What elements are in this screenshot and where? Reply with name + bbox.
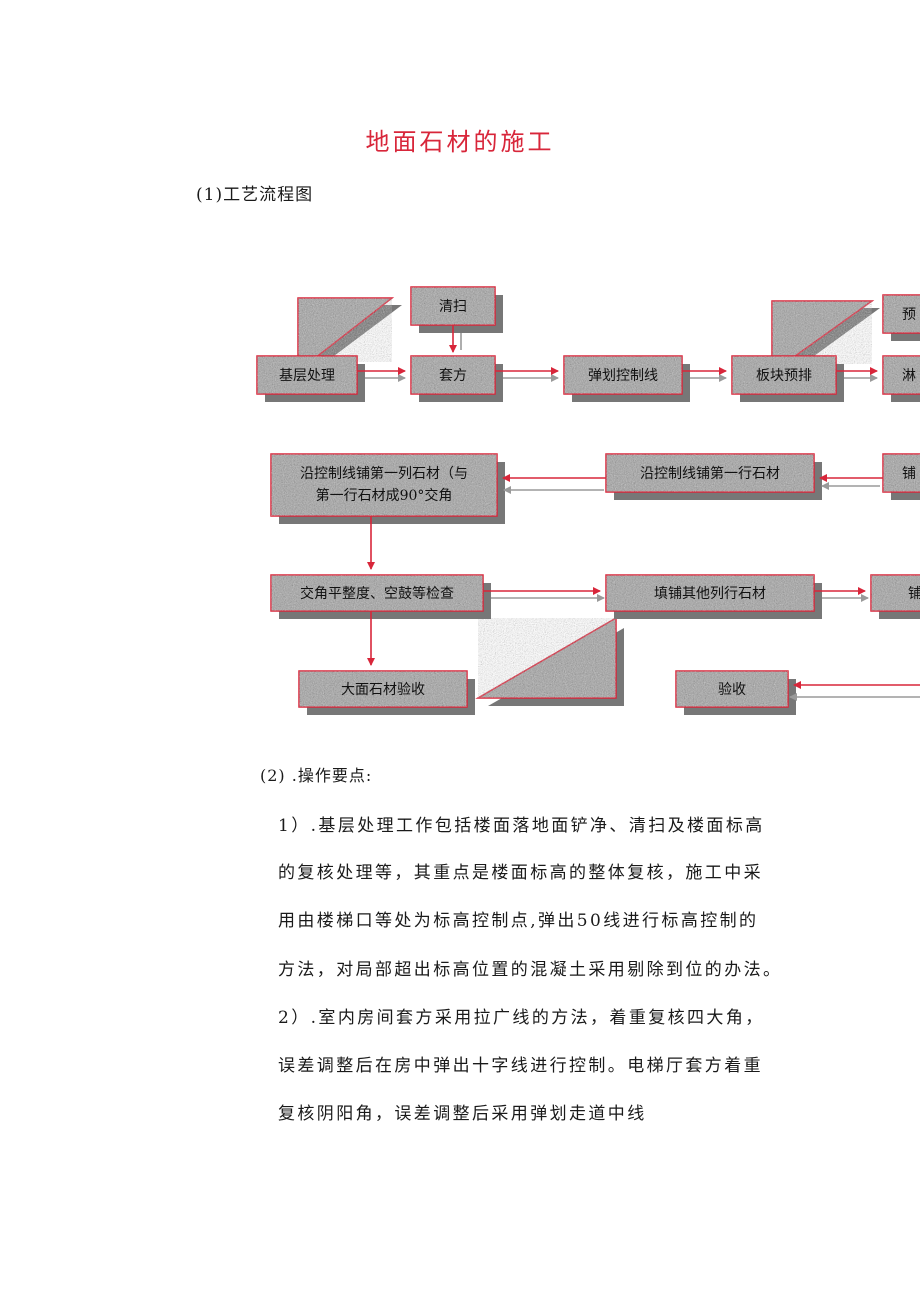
flow-box-col1: 沿控制线铺第一列石材（与 第一行石材成90°交角	[270, 453, 505, 524]
flow-label-pave1: 铺	[902, 466, 916, 482]
flow-label-col1-line2: 第一行石材成90°交角	[316, 487, 453, 504]
body-paragraph-line: 2）.室内房间套方采用拉广线的方法，着重复核四大角，	[278, 1008, 765, 1028]
flow-label-pre: 预	[902, 307, 916, 323]
flow-label-bigcheck: 大面石材验收	[341, 682, 425, 698]
flow-label-fill: 填铺其他列行石材	[654, 586, 766, 602]
flow-label-pave2: 铺	[908, 586, 920, 602]
flow-label-square: 套方	[439, 368, 467, 384]
flow-box-square: 套方	[410, 355, 503, 402]
flow-box-pre: 预	[882, 294, 920, 341]
flow-box-pave2: 铺	[870, 574, 920, 619]
flow-label-row1: 沿控制线铺第一行石材	[640, 465, 780, 482]
flow-box-check: 交角平整度、空鼓等检查	[270, 574, 491, 619]
decorative-wedges	[297, 297, 880, 706]
flow-box-prearrange: 板块预排	[731, 355, 844, 402]
body-paragraph-line: 用由楼梯口等处为标高控制点,弹出50线进行标高控制的	[278, 911, 759, 931]
flow-box-row1: 沿控制线铺第一行石材	[605, 453, 822, 500]
section-2-heading: (2) .操作要点:	[260, 766, 373, 785]
flow-box-clean: 清扫	[410, 286, 503, 333]
flow-label-col1-line1: 沿控制线铺第一列石材（与	[300, 465, 468, 482]
flow-label-clean: 清扫	[439, 299, 467, 315]
body-paragraph-line: 1）.基层处理工作包括楼面落地面铲净、清扫及楼面标高	[278, 816, 765, 836]
flow-box-bigcheck: 大面石材验收	[298, 670, 475, 715]
body-paragraph-line: 复核阴阳角，误差调整后采用弹划走道中线	[278, 1104, 647, 1124]
section-1-heading: (1)工艺流程图	[196, 185, 314, 205]
flow-label-snap: 弹划控制线	[588, 368, 658, 384]
flow-label-accept: 验收	[718, 682, 746, 698]
body-paragraph-line: 方法，对局部超出标高位置的混凝土采用剔除到位的办法。	[278, 960, 783, 980]
flow-box-base: 基层处理	[256, 355, 365, 402]
flow-box-pave1: 铺	[882, 453, 920, 500]
flow-box-fill: 填铺其他列行石材	[605, 574, 822, 619]
body-paragraph-line: 误差调整后在房中弹出十字线进行控制。电梯厅套方着重	[278, 1056, 763, 1076]
page-title: 地面石材的施工	[365, 128, 555, 156]
flow-box-snap: 弹划控制线	[563, 355, 690, 402]
flow-label-base: 基层处理	[279, 367, 335, 384]
flow-label-check: 交角平整度、空鼓等检查	[300, 585, 454, 602]
flow-box-accept: 验收	[675, 670, 796, 715]
process-flowchart: 清扫 预 基层处理 套方 弹划控制线 板块预排 淋	[256, 286, 920, 715]
flow-arrows	[357, 325, 920, 701]
flow-label-prearrange: 板块预排	[756, 368, 812, 384]
flow-box-wet: 淋	[882, 355, 920, 402]
body-paragraph-line: 的复核处理等，其重点是楼面标高的整体复核，施工中采	[278, 863, 763, 883]
flow-label-wet: 淋	[902, 368, 916, 384]
